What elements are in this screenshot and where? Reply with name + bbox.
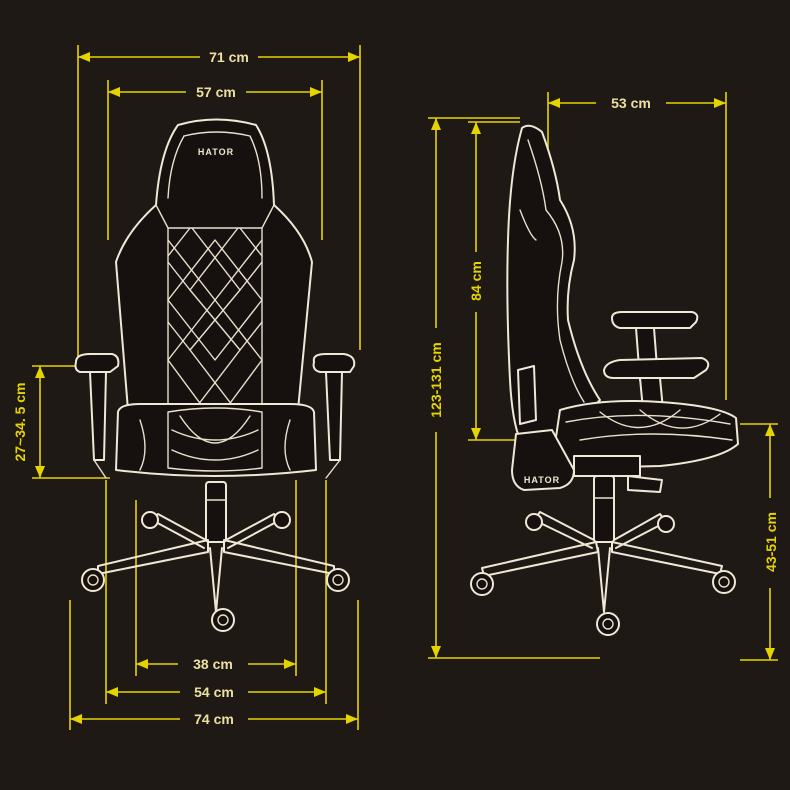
dim-label-base-width: 74 cm <box>194 711 234 727</box>
chair-side-view: HATOR <box>470 124 739 636</box>
dim-seat-depth-inner: 38 cm <box>135 480 297 676</box>
hator-logo-side: HATOR <box>524 475 560 485</box>
dim-label-seat-height: 43-51 cm <box>763 512 779 572</box>
dim-backrest-width: 57 cm <box>107 80 323 240</box>
chair-front-view: HATOR <box>74 118 356 632</box>
dim-backrest-height: 84 cm <box>466 121 520 441</box>
hator-logo-front: HATOR <box>198 147 234 157</box>
dim-label-overall-width: 71 cm <box>209 49 249 65</box>
dim-label-armrest-height: 27~34. 5 cm <box>12 382 28 461</box>
dim-overall-width: 71 cm <box>77 45 361 360</box>
dim-base-width: 74 cm <box>69 600 359 730</box>
dim-label-total-height: 123-131 cm <box>428 342 444 418</box>
dim-seat-width: 54 cm <box>105 480 327 704</box>
dim-armrest-height: 27~34. 5 cm <box>12 365 110 479</box>
dim-label-backrest-height: 84 cm <box>468 261 484 301</box>
caster-wheels-side <box>470 513 736 636</box>
dim-label-backrest-width: 57 cm <box>196 84 236 100</box>
dim-label-chair-depth: 53 cm <box>611 95 651 111</box>
dim-label-seat-width: 54 cm <box>194 684 234 700</box>
dim-total-height: 123-131 cm <box>424 117 600 659</box>
diamond-quilting <box>167 227 263 411</box>
dim-label-seat-depth-inner: 38 cm <box>193 656 233 672</box>
dim-seat-height: 43-51 cm <box>740 423 782 661</box>
caster-wheels-front <box>81 511 350 632</box>
